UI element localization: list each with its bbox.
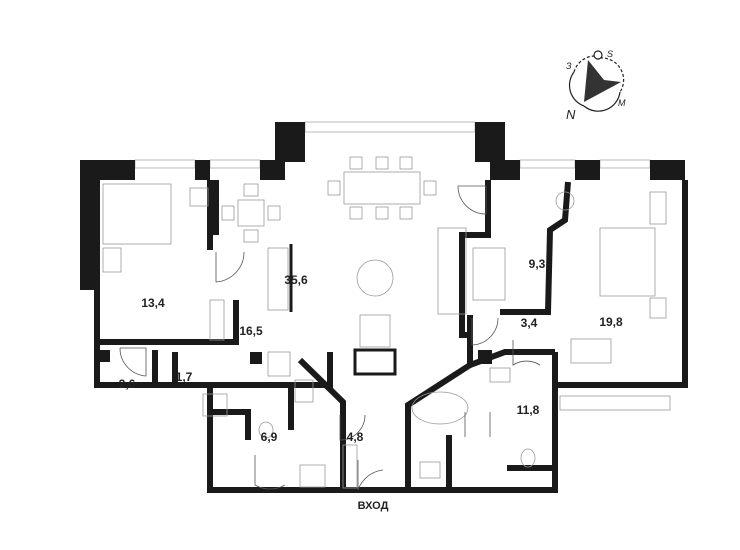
compass-north: N — [566, 107, 576, 122]
entrance-label: ВХОД — [358, 500, 389, 512]
room-area-closet: 2,6 — [119, 377, 136, 391]
stove — [202, 393, 228, 417]
room-area-bedroom-right: 19,8 — [599, 315, 623, 329]
room-area-living: 35,6 — [284, 273, 308, 287]
walls — [94, 180, 688, 493]
room-area-hall: 4,8 — [347, 430, 364, 444]
room-area-corridor: 3,4 — [521, 316, 538, 330]
windows — [134, 121, 651, 169]
kitchen-island — [267, 247, 289, 311]
bathtub — [411, 391, 469, 425]
bed-left — [102, 183, 172, 245]
compass-east: З — [566, 61, 572, 71]
doors — [119, 185, 541, 491]
compass: S З M N — [566, 49, 626, 122]
bed-right — [599, 227, 656, 297]
room-area-study: 9,3 — [529, 257, 546, 271]
room-area-bathroom-right: 11,8 — [517, 403, 540, 417]
pillars — [80, 122, 685, 364]
compass-south: S — [607, 49, 613, 59]
compass-arrow-icon — [584, 60, 621, 102]
small-table — [237, 199, 265, 227]
sofa — [437, 227, 467, 315]
furniture — [102, 156, 671, 489]
fireplace — [353, 348, 397, 376]
compass-west: M — [618, 98, 626, 108]
room-area-bedroom-left: 13,4 — [141, 296, 165, 310]
room-area-bathroom-left: 6,9 — [261, 430, 278, 444]
room-area-kitchen: 16,5 — [239, 324, 263, 338]
armchair — [359, 314, 391, 348]
room-area-storage: 1,7 — [176, 370, 193, 384]
dining-table — [343, 171, 421, 205]
round-table — [356, 259, 394, 297]
